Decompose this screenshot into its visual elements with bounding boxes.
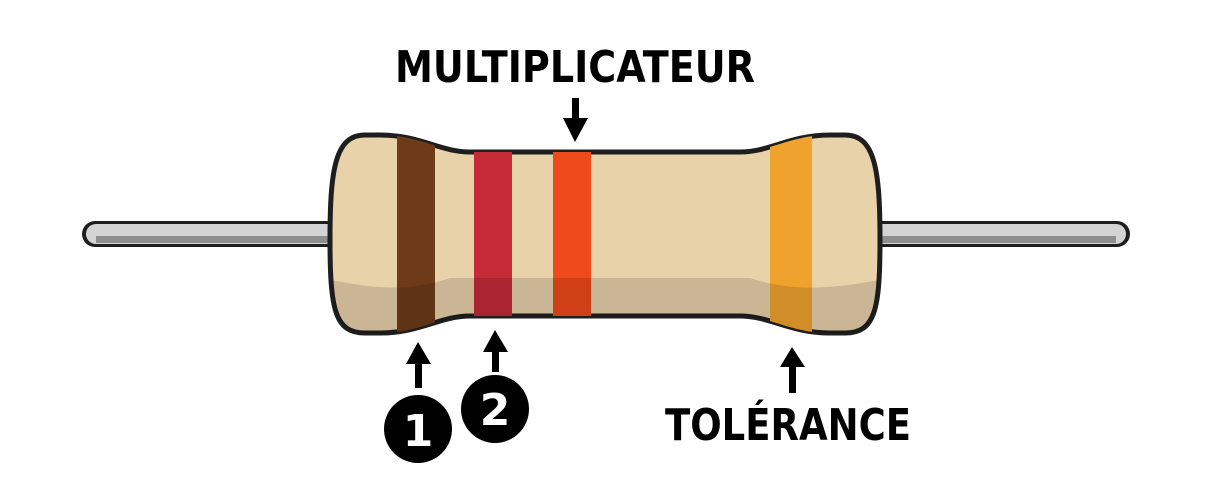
arrow-up-icon [483, 330, 508, 372]
svg-text:2: 2 [480, 385, 511, 436]
band-tolerance [770, 135, 812, 333]
arrow-up-icon [406, 342, 431, 388]
band-1 [397, 135, 435, 333]
right-lead [868, 221, 1130, 247]
band-2 [474, 135, 512, 333]
band-multiplier [553, 135, 591, 333]
band-1-badge: 1 [384, 395, 452, 463]
multiplier-label: MULTIPLICATEUR [395, 42, 755, 93]
arrow-up-icon [780, 347, 805, 393]
resistor-body [327, 132, 883, 336]
left-lead [82, 221, 342, 247]
arrow-down-icon [563, 98, 588, 142]
svg-text:1: 1 [403, 406, 434, 457]
band-2-badge: 2 [461, 375, 529, 443]
tolerance-label: TOLÉRANCE [665, 398, 911, 451]
